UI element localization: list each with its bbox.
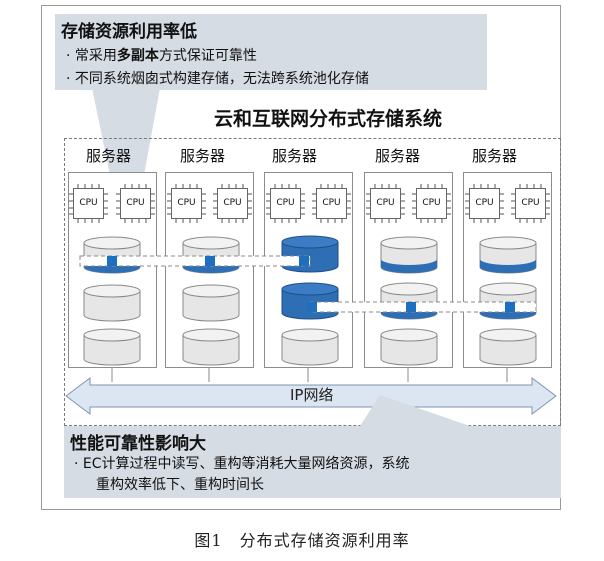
bullet-1-prefix: · 常采用 [66,48,117,64]
cpu-chip: CPU [416,188,447,219]
cpu-chip: CPU [73,188,104,219]
system-title: 云和互联网分布式存储系统 [214,108,443,130]
cpu-chip: CPU [515,188,546,219]
top-callout-bullet-1: · 常采用多副本方式保证可靠性 [66,45,257,65]
server-label-3: 服务器 [272,147,318,165]
server-label-2: 服务器 [180,147,226,165]
server-label-5: 服务器 [472,147,518,165]
figure-caption: 图1 分布式存储资源利用率 [194,531,410,550]
cpu-chip: CPU [120,188,151,219]
bottom-callout-bullet-line-2: 重构效率低下、重构时间长 [96,477,264,493]
cpu-chip: CPU [171,188,202,219]
cpu-chip: CPU [217,188,248,219]
cpu-chip: CPU [270,188,301,219]
bullet-1-suffix: 方式保证可靠性 [158,48,257,64]
cpu-chip: CPU [316,188,347,219]
cpu-chip: CPU [469,188,500,219]
storage-system-boundary [64,138,561,426]
cpu-chip: CPU [370,188,401,219]
top-callout-bullet-2: · 不同系统烟囱式构建存储，无法跨系统池化存储 [66,71,369,87]
top-callout [55,14,487,90]
bottom-callout-bullet-line-1: · EC计算过程中读写、重构等消耗大量网络资源，系统 [74,456,410,472]
server-label-1: 服务器 [86,147,132,165]
top-callout-title: 存储资源利用率低 [61,22,197,42]
server-label-4: 服务器 [375,147,421,165]
bullet-1-bold: 多副本 [116,48,159,64]
bottom-callout [64,426,561,498]
bottom-callout-title: 性能可靠性影响大 [70,434,206,454]
ip-network-label: IP网络 [290,386,334,404]
